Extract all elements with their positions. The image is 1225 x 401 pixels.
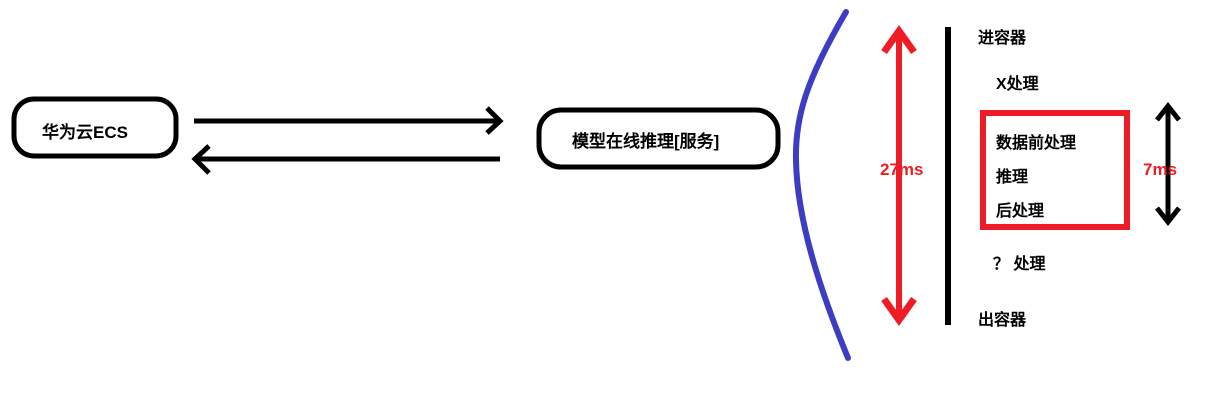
- stage-label-unknown-processing: ？ 处理: [993, 256, 1046, 273]
- brace-curve-icon: [792, 9, 851, 361]
- stage-label-post-processing: 后处理: [996, 203, 1045, 220]
- stage-label-inference-step: 推理: [996, 169, 1029, 186]
- node-box-inference[interactable]: [536, 107, 781, 170]
- arrow-left-icon: [191, 144, 500, 175]
- stage-label-pre-processing: 数据前处理: [996, 135, 1077, 152]
- node-label-inference: 模型在线推理[服务]: [572, 132, 720, 151]
- node-box-ecs[interactable]: [11, 96, 179, 159]
- measurement-label-core-latency: 7ms: [1143, 160, 1178, 179]
- node-label-ecs: 华为云ECS: [42, 123, 128, 142]
- arrow-right-icon: [194, 106, 504, 135]
- stage-label-exit-container: 出容器: [978, 312, 1027, 329]
- double-arrow-vertical-black-icon: [1155, 101, 1181, 227]
- double-arrow-vertical-red-icon: [881, 24, 917, 327]
- measurement-label-total-latency: 27ms: [880, 160, 924, 179]
- stage-label-enter-container: 进容器: [978, 30, 1027, 47]
- stage-label-x-processing: X处理: [996, 76, 1039, 93]
- highlight-box-core-stages[interactable]: [980, 110, 1130, 230]
